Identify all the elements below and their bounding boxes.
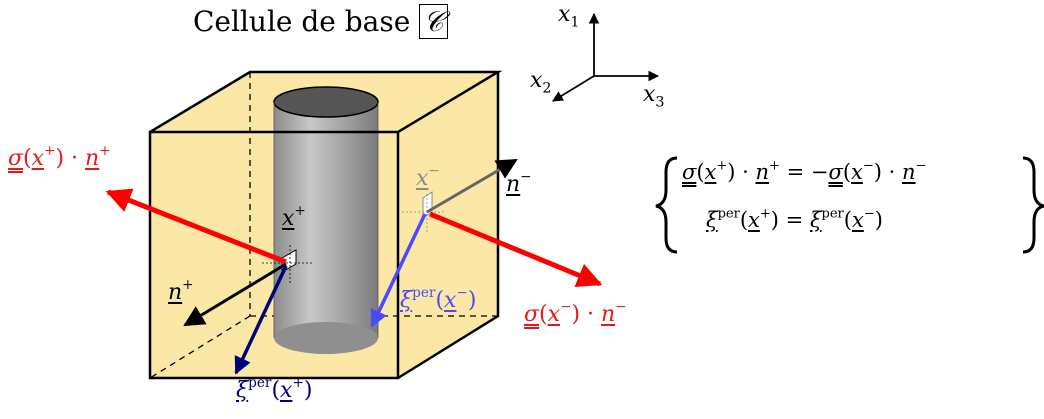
label-x-minus: x− bbox=[416, 162, 440, 191]
diagram-title: Cellule de base 𝒞 bbox=[193, 4, 448, 39]
label-n-minus: n− bbox=[506, 168, 532, 197]
n-plus-arrow bbox=[183, 262, 287, 327]
label-sigma-x-plus: σ(x+) · n+ bbox=[8, 142, 111, 171]
left-brace bbox=[655, 156, 678, 254]
equation-line-1: σ(x+) · n+ = −σ(x−) · n− bbox=[682, 158, 927, 184]
label-xi-x-plus: ξper(x+) bbox=[236, 374, 313, 403]
right-brace bbox=[1022, 156, 1044, 254]
cube-edges bbox=[148, 70, 503, 380]
axis-label-x2: x2 bbox=[530, 68, 552, 97]
xi-minus-arrow bbox=[370, 213, 427, 328]
cylinder bbox=[273, 86, 379, 354]
xi-plus-arrow bbox=[234, 265, 288, 375]
label-n-plus: n+ bbox=[168, 276, 194, 305]
title-symbol: 𝒞 bbox=[419, 4, 448, 39]
equation-line-2: ξper(x+) = ξper(x−) bbox=[706, 206, 883, 232]
sigma-plus-arrow bbox=[105, 188, 287, 265]
label-x-plus: x+ bbox=[282, 202, 306, 231]
sigma-minus-arrow bbox=[429, 211, 603, 287]
axes-triad bbox=[552, 12, 660, 102]
cube-right-face bbox=[398, 72, 498, 378]
title-text: Cellule de base bbox=[193, 5, 411, 38]
label-xi-x-minus: ξper(x−) bbox=[400, 284, 477, 313]
axis-label-x1: x1 bbox=[558, 2, 580, 31]
n-minus-arrow bbox=[426, 158, 518, 214]
axis-label-x3: x3 bbox=[643, 82, 665, 111]
label-sigma-x-minus: σ(x−) · n− bbox=[524, 298, 627, 327]
